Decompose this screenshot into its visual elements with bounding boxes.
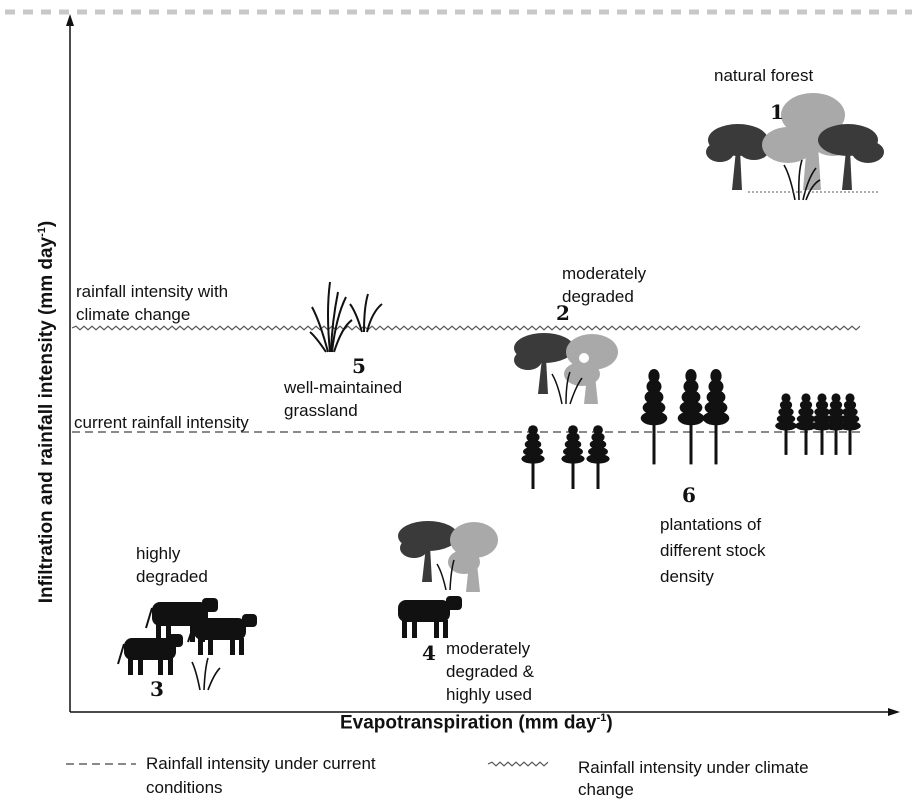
scenario-4-number: 4 (422, 641, 436, 665)
legend-climate-label-2: change (578, 780, 634, 799)
legend-current-label-2: conditions (146, 778, 223, 797)
pine-tree-icon (825, 393, 847, 455)
pine-tree-icon (775, 393, 797, 455)
scenario-2-number: 2 (556, 301, 570, 325)
y-axis (66, 14, 74, 712)
degraded-used-trees-cattle-icon (398, 521, 498, 638)
scenario-2-label-2: degraded (562, 287, 634, 306)
scenario-4-label-1: moderately (446, 639, 531, 658)
scenario-6-label-2: different stock (660, 541, 766, 560)
scenario-6-number: 6 (682, 483, 696, 507)
climate-change-rainfall-line (71, 325, 861, 331)
pine-tree-icon (702, 368, 730, 465)
legend-current-label-1: Rainfall intensity under current (146, 754, 376, 773)
pine-tree-icon (561, 425, 585, 489)
pine-tree-icon (521, 425, 545, 489)
pine-tree-icon (586, 425, 610, 489)
scenario-3-label-1: highly (136, 544, 181, 563)
pine-tree-icon (640, 368, 668, 465)
pine-tree-icon (839, 393, 861, 455)
legend-climate-label-1: Rainfall intensity under climate (578, 758, 809, 777)
pine-tree-icon (677, 368, 705, 465)
natural-forest-icon (706, 93, 884, 201)
scenario-3-label-2: degraded (136, 567, 208, 586)
plantation-pines-icon (521, 368, 861, 489)
scenario-4-label-2: degraded & (446, 662, 534, 681)
scenario-1-number: 1 (770, 100, 784, 124)
current-rainfall-line-label: current rainfall intensity (74, 413, 249, 432)
scenario-6-label-3: density (660, 567, 714, 586)
scenario-1-label: natural forest (714, 66, 814, 85)
legend-wavy-symbol (487, 761, 549, 767)
scenario-2-label-1: moderately (562, 264, 647, 283)
climate-change-line-label-2: climate change (76, 305, 191, 324)
grassland-grass-icon (309, 281, 383, 353)
highly-degraded-cattle-icon (117, 598, 257, 691)
scenario-5-number: 5 (352, 354, 366, 378)
x-axis-label: Evapotranspiration (mm day-1) (340, 712, 613, 734)
y-axis-label: Infiltration and rainfall intensity (mm … (35, 220, 58, 604)
x-axis (70, 708, 900, 716)
scenario-6-label-1: plantations of (660, 515, 762, 534)
scenario-4-label-3: highly used (446, 685, 533, 704)
climate-change-line-label-1: rainfall intensity with (76, 282, 229, 301)
scenario-5-label-1: well-maintained (284, 378, 403, 397)
scenario-5-label-2: grassland (284, 401, 358, 420)
moderately-degraded-trees-icon (514, 333, 618, 405)
pine-tree-icon (795, 393, 817, 455)
scenario-3-number: 3 (150, 677, 164, 701)
